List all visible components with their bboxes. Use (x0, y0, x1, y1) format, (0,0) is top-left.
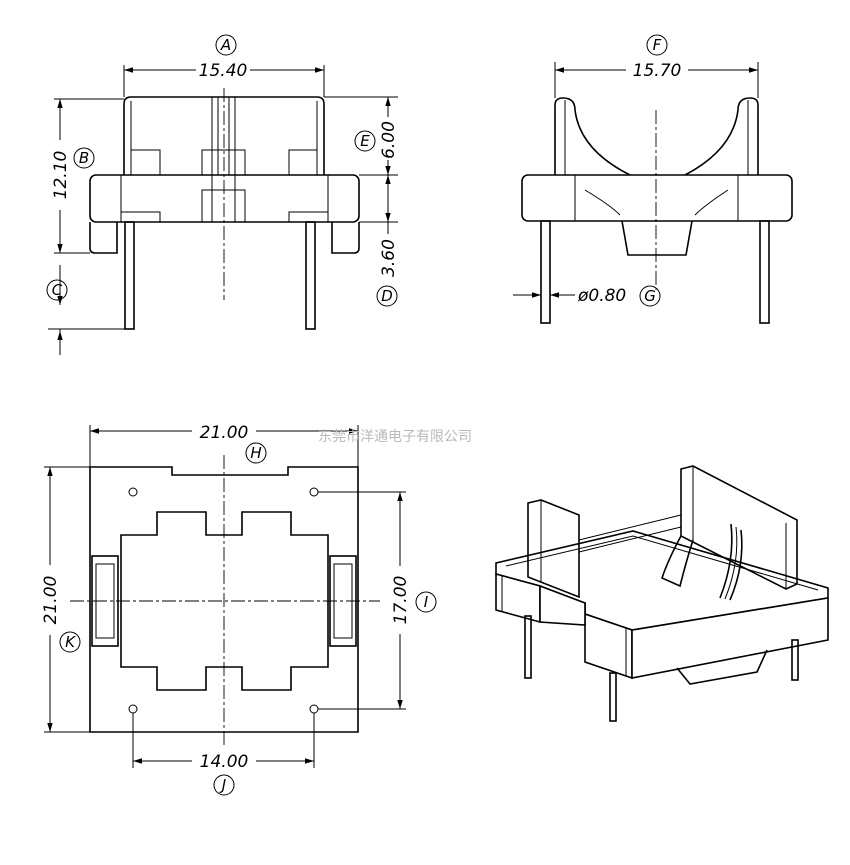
dim-f-value: 15.70 (633, 61, 682, 81)
top-view: 21.00 H 21.00 K 17.00 I 14.00 J (41, 423, 437, 796)
label-d: D (381, 287, 393, 305)
dim-e-value: 6.00 (379, 121, 399, 159)
label-e: E (360, 132, 370, 150)
dim-h-value: 21.00 (200, 423, 249, 443)
company-watermark: 东莞市洋通电子有限公司 (318, 428, 472, 445)
dim-g-value: ø0.80 (577, 286, 626, 306)
label-i: I (424, 593, 429, 611)
dim-j-value: 14.00 (200, 752, 249, 772)
label-b: B (79, 149, 89, 167)
label-k: K (65, 633, 76, 651)
label-f: F (653, 36, 662, 54)
label-g: G (644, 287, 656, 305)
label-a: A (220, 36, 231, 54)
dim-b-value: 12.10 (51, 151, 71, 200)
dim-i-value: 17.00 (391, 576, 411, 625)
dim-a-value: 15.40 (199, 61, 248, 81)
label-h: H (250, 444, 261, 462)
dim-d-value: 3.60 (379, 239, 399, 277)
isometric-view (495, 465, 829, 722)
label-c: C (52, 281, 63, 299)
label-j: J (219, 776, 226, 794)
side-view: 15.70 F ø0.80 G (513, 34, 793, 324)
front-view: 15.40 A 12.10 B C 6.00 3.60 E D (46, 34, 399, 355)
dim-k-value: 21.00 (41, 576, 61, 625)
